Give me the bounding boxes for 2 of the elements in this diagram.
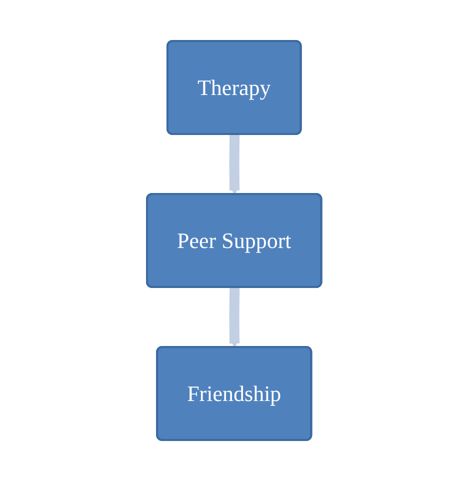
arrow: [230, 134, 240, 194]
arrow: [230, 286, 240, 348]
